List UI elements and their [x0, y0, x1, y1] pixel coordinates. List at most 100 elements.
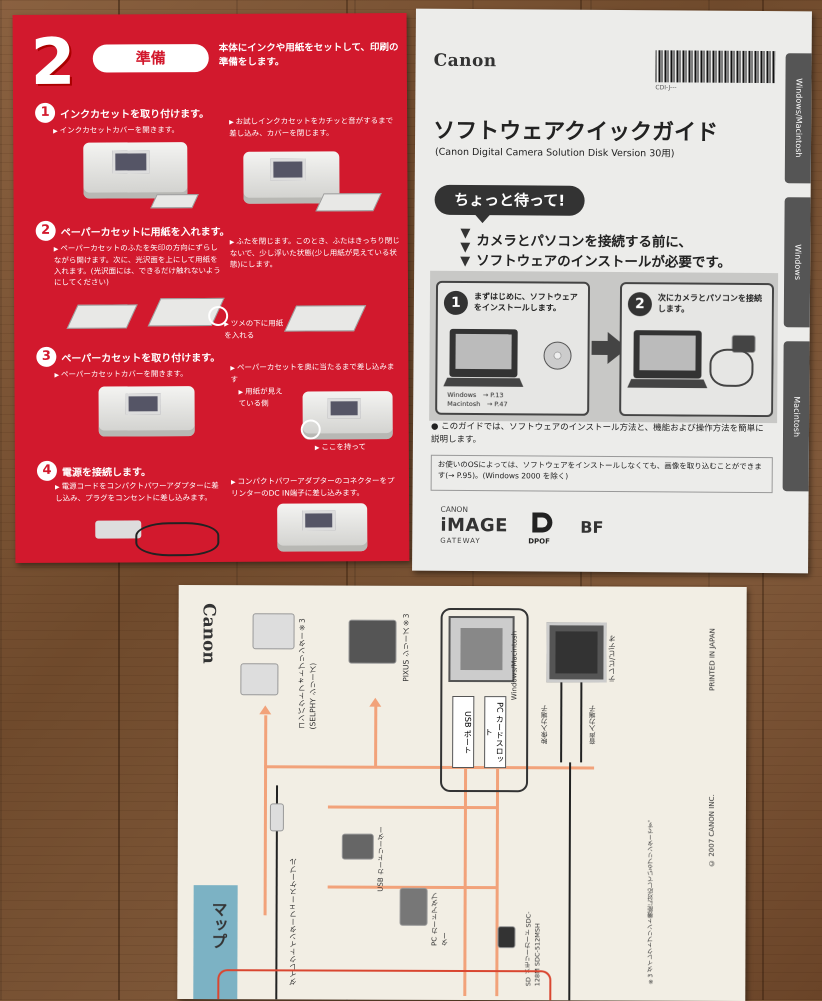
connection-line	[327, 805, 498, 810]
tab-windows: Windows	[783, 197, 811, 328]
callout-text: 用紙が見えている側	[239, 386, 289, 409]
laptop-icon	[449, 328, 518, 378]
panel-number: 1	[443, 290, 468, 315]
av-cable	[560, 682, 563, 763]
connect-panel: 2 次にカメラとパソコンを接続します。	[619, 282, 775, 418]
laptop-keyboard	[627, 379, 708, 389]
av-cable	[568, 762, 572, 1001]
substep-paper-load: 2 ペーパーカセットに用紙を入れます。	[35, 220, 230, 241]
ink-cassette-illustration	[315, 193, 382, 212]
compact-printer-icon	[252, 613, 295, 650]
software-quick-guide: Canon CDI-J--- Windows/Macintosh Windows…	[412, 8, 812, 574]
connection-line	[264, 765, 595, 770]
barcode	[655, 50, 776, 84]
brand-canon-small: CANON	[440, 504, 469, 514]
audio-in-label: 音声入力端子	[589, 705, 598, 745]
os-note-box: お使いのOSによっては、ソフトウェアをインストールしなくても、画像を取り込むこと…	[430, 454, 773, 494]
arrow-up-icon	[369, 697, 382, 707]
connection-line	[463, 766, 468, 997]
os-page-macintosh: Macintosh → P.47	[447, 399, 508, 409]
canon-logo: Canon	[198, 603, 219, 664]
paper-cassette-illustration	[66, 304, 138, 329]
step-number: 2	[30, 25, 76, 100]
bullet-note-text: このガイドでは、ソフトウェアのインストール方法と、機能および操作方法を簡単に説明…	[430, 421, 764, 446]
tv-label: テレビ/ビデオ	[607, 634, 617, 683]
bf-logo: BF	[580, 517, 604, 537]
map-tab-label: マップ	[208, 901, 228, 950]
footnote-text: ※3 ダイレクトプリント機能に対応しているプリンターです。	[647, 815, 655, 985]
panel-number: 2	[627, 292, 652, 317]
pc-monitor-icon	[448, 615, 515, 683]
connection-line	[263, 715, 268, 916]
printer-illustration	[98, 386, 195, 437]
brand-logos: CANON iMAGE GATEWAY DPOF BF	[440, 505, 690, 557]
os-page-windows: Windows → P.13	[447, 390, 504, 400]
panel-text: 次にカメラとパソコンを接続します。	[657, 293, 762, 314]
substep-note: ペーパーカセットカバーを開きます。	[54, 368, 204, 381]
video-in-label: 映像入力端子	[541, 705, 550, 745]
pc-card-slot-label: PC カードスロット	[484, 696, 507, 769]
connection-line	[495, 766, 500, 997]
wait-badge: ちょっと待って!	[434, 184, 585, 216]
connection-map-sheet: Canon コンパクトフォトプリンター※3 (SELPHY シリーズ) PIXU…	[177, 585, 747, 1001]
printed-in-japan: PRINTED IN JAPAN	[708, 628, 717, 691]
intro-text: 本体にインクや用紙をセットして、印刷の準備をします。	[218, 42, 399, 68]
usb-port-label: USB ポート	[452, 695, 475, 769]
tab-windows-macintosh: Windows/Macintosh	[784, 53, 812, 184]
substep-note: お試しインクカセットをカチッと音がするまで差し込み、カバーを閉じます。	[229, 115, 397, 139]
canon-logo: Canon	[433, 50, 497, 72]
warning-line: ソフトウェアのインストールが必要です。	[476, 253, 732, 271]
cd-disc-icon	[543, 341, 572, 370]
pixus-label: PIXUS シリーズ※3	[401, 613, 411, 682]
substep-note: ペーパーカセットのふたを矢印の方向にずらしながら開けます。次に、光沢面を上にして…	[54, 242, 224, 288]
tv-icon	[546, 622, 607, 683]
map-bottom-frame	[217, 969, 552, 1001]
substep-power: 4 電源を接続します。	[36, 460, 151, 481]
compact-printer-icon	[240, 663, 279, 696]
os-page-list: Windows → P.13 Macintosh → P.47	[447, 391, 508, 409]
substep-number: 1	[35, 102, 56, 123]
substep-number: 4	[36, 460, 58, 481]
substep-number: 2	[35, 220, 56, 241]
panel-text: まずはじめに、ソフトウェアをインストールします。	[473, 292, 578, 313]
dpof-icon	[532, 512, 553, 533]
substep-note: インクカセットカバーを開きます。	[53, 124, 203, 137]
callout-text: ここを持って	[315, 441, 385, 453]
warning-text: カメラとパソコンを接続する前に、 ソフトウェアのインストールが必要です。	[476, 231, 731, 273]
substep-note: 電源コードをコンパクトパワーアダプターに差し込み、プラグをコンセントに差し込みま…	[55, 480, 225, 504]
substep-note: ふたを閉じます。このとき、ふたはきっちり閉じないで、少し浮いた状態(少し用紙が見…	[230, 235, 400, 270]
laptop-keyboard	[443, 377, 524, 387]
compact-printer-label: コンパクトフォトプリンター※3 (SELPHY シリーズ)	[297, 618, 318, 730]
brand-gateway: GATEWAY	[440, 536, 481, 546]
arrow-up-icon	[259, 705, 272, 715]
substep-note: コンパクトパワーアダプターのコネクターをプリンターのDC IN端子に差し込みます…	[231, 475, 401, 499]
printer-illustration	[83, 142, 188, 199]
substep-note: ペーパーカセットを奥に当たるまで差し込みます	[230, 361, 400, 385]
down-arrows-icon: ▼▼▼	[460, 225, 471, 270]
direct-cable-label: ダイレクトインターフェースケーブル	[288, 857, 298, 986]
usb-cable-icon	[709, 348, 754, 387]
power-cable-illustration	[135, 521, 220, 557]
install-steps-diagram: 1 まずはじめに、ソフトウェアをインストールします。 Windows → P.1…	[429, 270, 779, 424]
copyright: © 2007 CANON INC.	[707, 794, 716, 867]
connection-line	[374, 705, 378, 768]
bullet-note: ● このガイドでは、ソフトウェアのインストール方法と、機能および操作方法を簡単に…	[430, 421, 764, 446]
substep-insert-cassette: 3 ペーパーカセットを取り付けます。	[36, 346, 220, 367]
barcode-number: CDI-J---	[655, 84, 677, 92]
usb-card-reader-label: USB カードリーダー	[376, 826, 385, 892]
warning-line: カメラとパソコンを接続する前に、	[476, 233, 693, 251]
substep-title: ペーパーカセットを取り付けます。	[61, 352, 221, 365]
pc-card-adapter-label: PC カードアダプター	[430, 892, 449, 946]
substep-title: ペーパーカセットに用紙を入れます。	[60, 226, 230, 239]
paper-cassette-illustration	[284, 305, 367, 332]
guide-title: ソフトウェアクイックガイド	[433, 118, 719, 146]
printer-illustration	[277, 503, 368, 552]
image-gateway-logo: iMAGE	[440, 514, 509, 537]
usb-plug-icon	[269, 803, 284, 832]
callout-circle	[300, 419, 321, 440]
dpof-label: DPOF	[528, 537, 550, 546]
callout-text: ツメの下に用紙を入れる	[224, 318, 284, 341]
guide-subtitle: (Canon Digital Camera Solution Disk Vers…	[434, 146, 675, 160]
sd-card-icon	[497, 926, 516, 949]
usb-card-reader-icon	[341, 833, 374, 860]
